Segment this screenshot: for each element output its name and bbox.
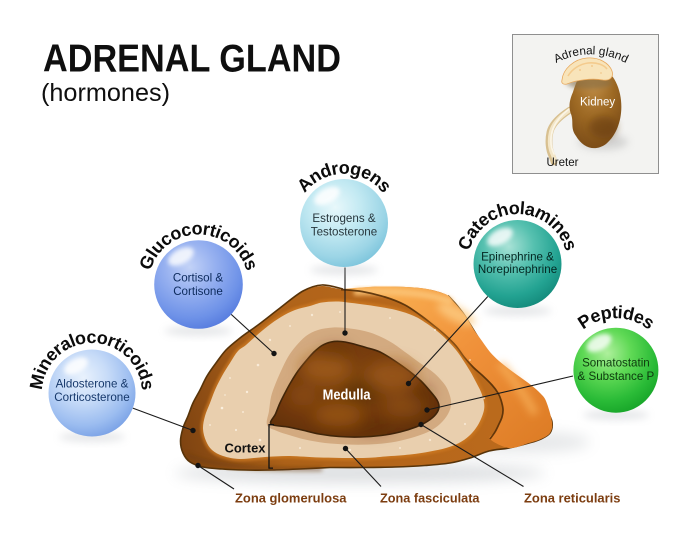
svg-text:& Substance P: & Substance P <box>578 370 655 383</box>
svg-text:Zona glomerulosa: Zona glomerulosa <box>235 492 348 506</box>
svg-text:Corticosterone: Corticosterone <box>54 391 129 404</box>
svg-text:Cortisone: Cortisone <box>173 285 223 298</box>
svg-text:Aldosterone &: Aldosterone & <box>56 378 129 391</box>
svg-text:Kidney: Kidney <box>580 97 615 109</box>
svg-text:Somatostatin: Somatostatin <box>582 357 650 370</box>
svg-text:Cortex: Cortex <box>225 441 267 456</box>
svg-text:Zona reticularis: Zona reticularis <box>524 492 621 506</box>
svg-text:Epinephrine &: Epinephrine & <box>481 251 554 264</box>
svg-text:Estrogens &: Estrogens & <box>312 212 375 225</box>
svg-text:Zona fasciculata: Zona fasciculata <box>380 492 481 506</box>
svg-text:Testosterone: Testosterone <box>311 226 377 239</box>
svg-text:Norepinephrine: Norepinephrine <box>478 263 557 276</box>
svg-text:ADRENAL GLAND: ADRENAL GLAND <box>43 38 341 81</box>
svg-text:Cortisol &: Cortisol & <box>173 272 224 285</box>
svg-text:(hormones): (hormones) <box>41 79 170 107</box>
svg-text:Medulla: Medulla <box>323 388 372 404</box>
svg-text:Ureter: Ureter <box>547 157 579 169</box>
